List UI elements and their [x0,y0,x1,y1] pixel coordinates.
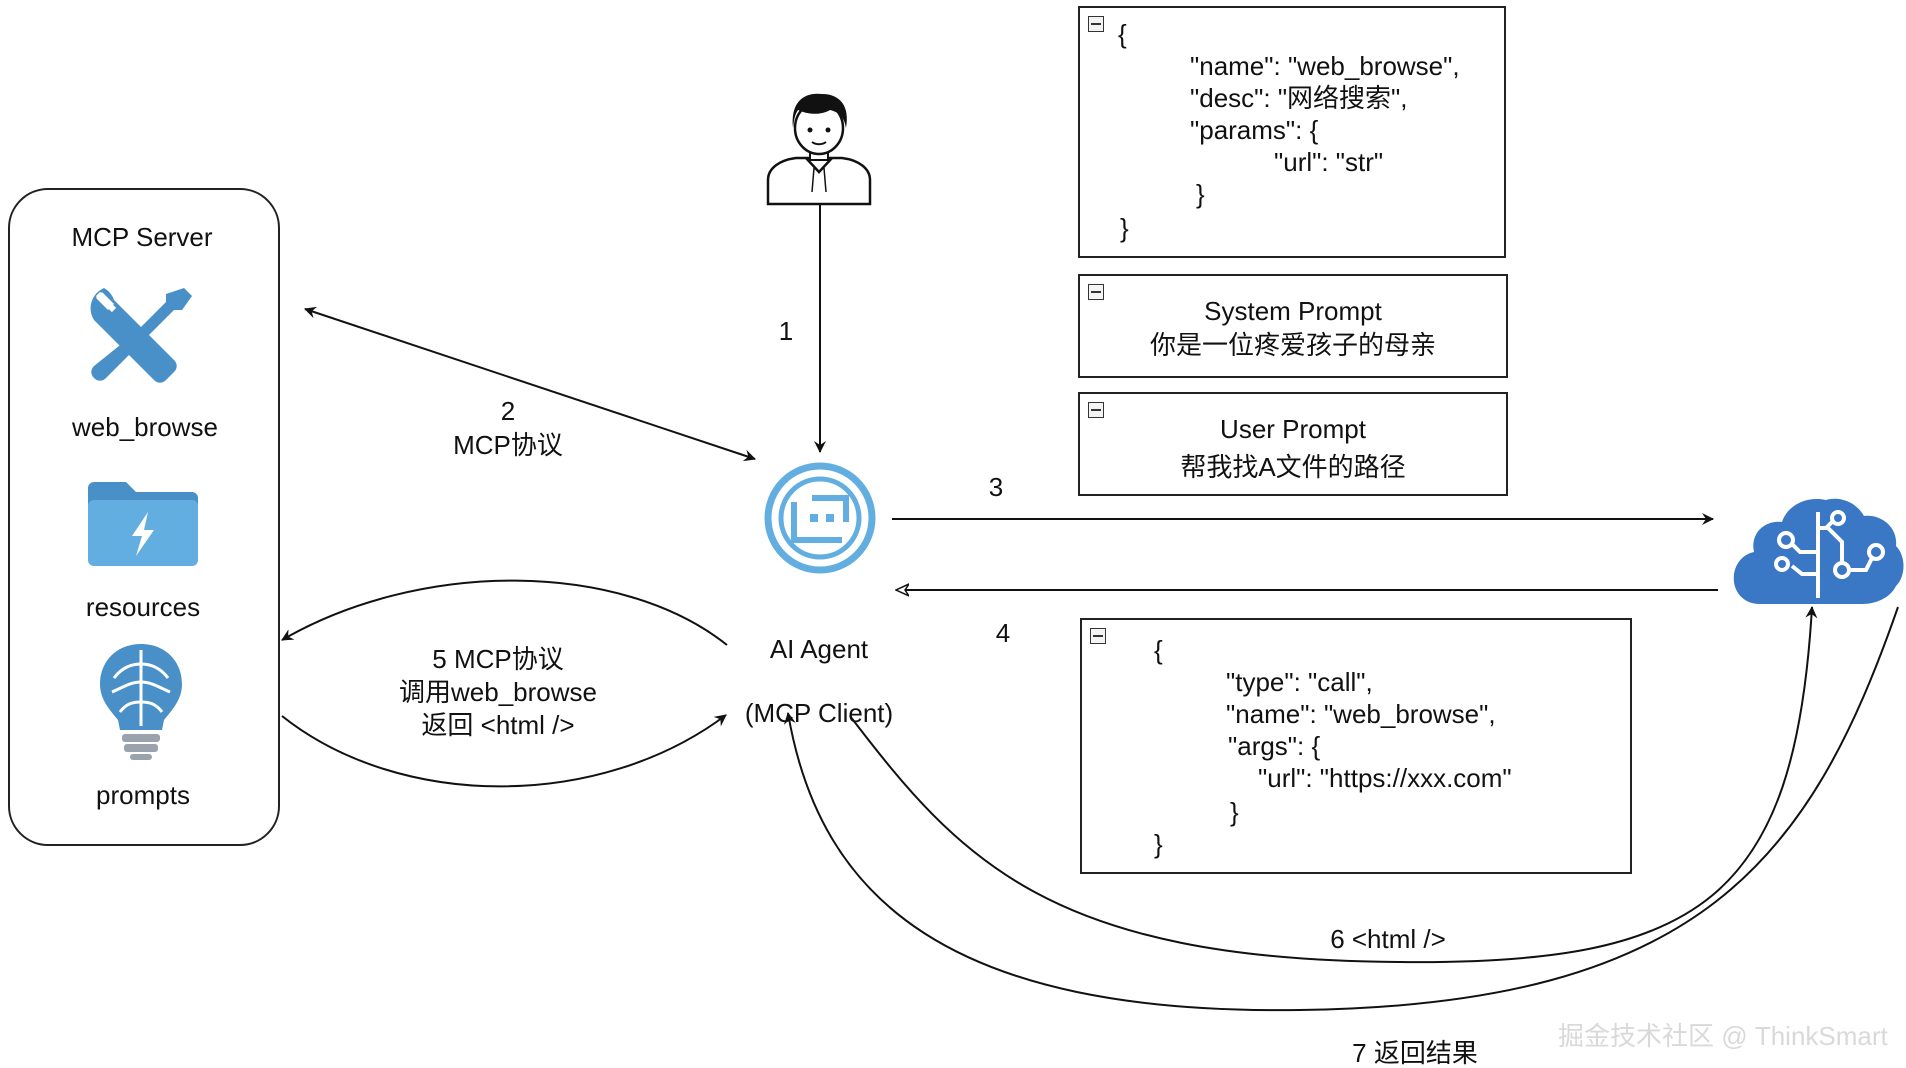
tool-call-line: } [1230,797,1239,827]
resources-label: resources [85,592,201,622]
edge-3-label: 3 [988,472,1004,502]
edge-5-label-line1: 5 MCP协议 [432,644,564,674]
edge-5-label-line3: 返回 <html /> [421,710,575,740]
system-prompt-text: 你是一位疼爱孩子的母亲 [1149,330,1437,360]
tool-schema-line: } [1120,213,1129,243]
edge-1-label: 1 [778,316,794,346]
user-prompt-box: User Prompt 帮我找A文件的路径 [1078,392,1508,496]
edge-2-line [304,306,756,462]
tool-schema-line: "url": "str" [1274,147,1384,177]
edge-7-curve [783,606,1899,1012]
ai-agent-icon [764,462,876,574]
user-icon [766,93,872,206]
tool-schema-line: } [1196,179,1205,209]
tool-call-line: } [1154,829,1163,859]
edge-2-label: MCP协议 [453,430,563,460]
prompts-label: prompts [96,780,190,810]
llm-brain-icon [1733,498,1904,604]
wrench-screwdriver-icon [90,288,192,383]
web-browse-tool-label: web_browse [72,412,218,442]
edge-6-curve [849,606,1818,964]
edge-6-label: 6 <html /> [1330,924,1446,954]
tool-schema-line: "name": "web_browse", [1190,51,1460,81]
tool-call-line: "type": "call", [1226,667,1373,697]
edge-4-label: 4 [995,618,1011,648]
collapse-toggle-icon[interactable] [1088,16,1104,32]
collapse-toggle-icon[interactable] [1090,628,1106,644]
system-prompt-title: System Prompt [1204,296,1382,326]
tool-call-line: { [1154,635,1163,665]
edge-5-label-line2: 调用web_browse [399,677,597,707]
tool-call-box: { "type": "call", "name": "web_browse", … [1080,618,1632,874]
tool-schema-line: "desc": "网络搜索", [1190,83,1408,113]
user-prompt-text: 帮我找A文件的路径 [1180,452,1406,482]
watermark-text: 掘金技术社区 @ ThinkSmart [1558,1021,1888,1051]
system-prompt-box: System Prompt 你是一位疼爱孩子的母亲 [1078,274,1508,378]
mcp-server-title: MCP Server [71,222,213,252]
tool-schema-box: { "name": "web_browse", "desc": "网络搜索", … [1078,6,1506,258]
collapse-toggle-icon[interactable] [1088,402,1104,418]
brain-lightbulb-icon [100,644,182,760]
collapse-toggle-icon[interactable] [1088,284,1104,300]
lightning-folder-icon [88,482,198,566]
tool-call-line: "name": "web_browse", [1226,699,1496,729]
agent-name-label: AI Agent [769,634,869,664]
edge-2-number: 2 [500,396,516,426]
tool-call-line: "args": { [1228,731,1321,761]
edge-7-label: 7 返回结果 [1352,1038,1478,1068]
tool-schema-line: { [1118,19,1127,49]
edge-5-upper-curve [281,579,728,646]
tool-call-line: "url": "https://xxx.com" [1258,763,1512,793]
edge-5-lower-curve [281,714,727,788]
tool-schema-line: "params": { [1190,115,1319,145]
agent-subtitle-label: (MCP Client) [744,698,894,728]
user-prompt-title: User Prompt [1220,414,1366,444]
